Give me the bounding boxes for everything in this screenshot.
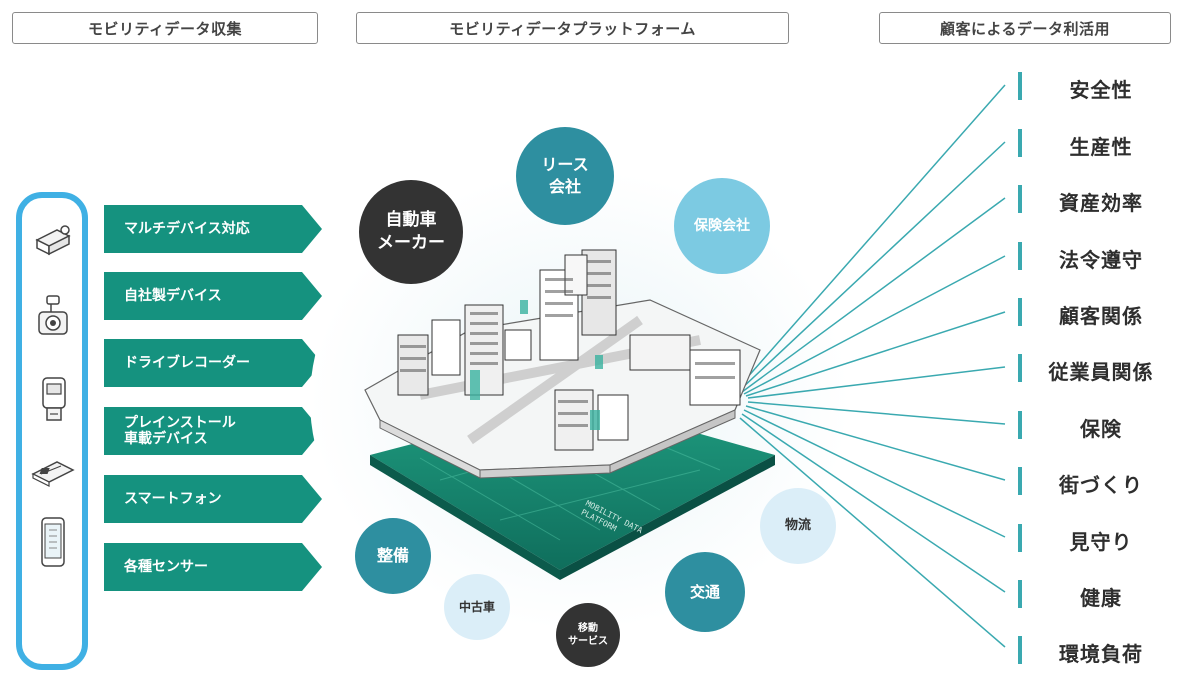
use-marker xyxy=(1018,354,1022,382)
use-marker xyxy=(1018,580,1022,608)
use-environmental-load: 環境負荷 xyxy=(1059,642,1143,666)
dashcam-icon xyxy=(38,295,68,335)
use-health: 健康 xyxy=(1080,586,1122,610)
source-multi-device: マルチデバイス対応 xyxy=(104,205,322,253)
city-model xyxy=(364,249,761,479)
use-watching-over: 見守り xyxy=(1069,530,1133,554)
cube-sensor-icon xyxy=(35,225,71,256)
bubble-logistics: 物流 xyxy=(760,488,836,564)
smartphone-icon xyxy=(41,517,65,567)
source-smartphone: スマートフォン xyxy=(104,475,322,523)
header-data-platform: モビリティデータプラットフォーム xyxy=(356,12,789,44)
use-insurance: 保険 xyxy=(1080,417,1122,441)
use-marker xyxy=(1018,185,1022,213)
use-marker xyxy=(1018,636,1022,664)
use-town-planning: 街づくり xyxy=(1059,473,1143,497)
source-own-device: 自社製デバイス xyxy=(104,272,322,320)
use-marker xyxy=(1018,242,1022,270)
device-panel xyxy=(16,192,88,670)
use-marker xyxy=(1018,72,1022,100)
bubble-insurance: 保険会社 xyxy=(674,178,770,274)
source-preinstalled-device: プレインストール 車載デバイス xyxy=(104,407,322,455)
use-productivity: 生産性 xyxy=(1069,135,1133,159)
use-marker xyxy=(1018,411,1022,439)
use-compliance: 法令遵守 xyxy=(1059,248,1143,272)
use-asset-efficiency: 資産効率 xyxy=(1059,191,1143,215)
bubble-automaker: 自動車 メーカー xyxy=(359,180,463,284)
obd-device-icon xyxy=(42,377,66,421)
bubble-lease-company: リース 会社 xyxy=(516,127,614,225)
source-drive-recorder: ドライブレコーダー xyxy=(104,339,322,387)
use-marker xyxy=(1018,467,1022,495)
header-data-collection: モビリティデータ収集 xyxy=(12,12,318,44)
use-marker xyxy=(1018,524,1022,552)
bubble-used-car: 中古車 xyxy=(444,574,510,640)
header-data-utilization: 顧客によるデータ利活用 xyxy=(879,12,1171,44)
use-marker xyxy=(1018,129,1022,157)
bubble-maintenance: 整備 xyxy=(355,518,431,594)
use-employee-relations: 従業員関係 xyxy=(1048,360,1154,384)
circuit-board-icon xyxy=(31,461,75,487)
connector-lines xyxy=(737,84,1006,648)
use-safety: 安全性 xyxy=(1069,78,1133,102)
bubble-traffic: 交通 xyxy=(665,552,745,632)
use-customer-relations: 顧客関係 xyxy=(1059,304,1143,328)
bubble-mobility-service: 移動 サービス xyxy=(556,603,620,667)
source-sensors: 各種センサー xyxy=(104,543,322,591)
use-marker xyxy=(1018,298,1022,326)
